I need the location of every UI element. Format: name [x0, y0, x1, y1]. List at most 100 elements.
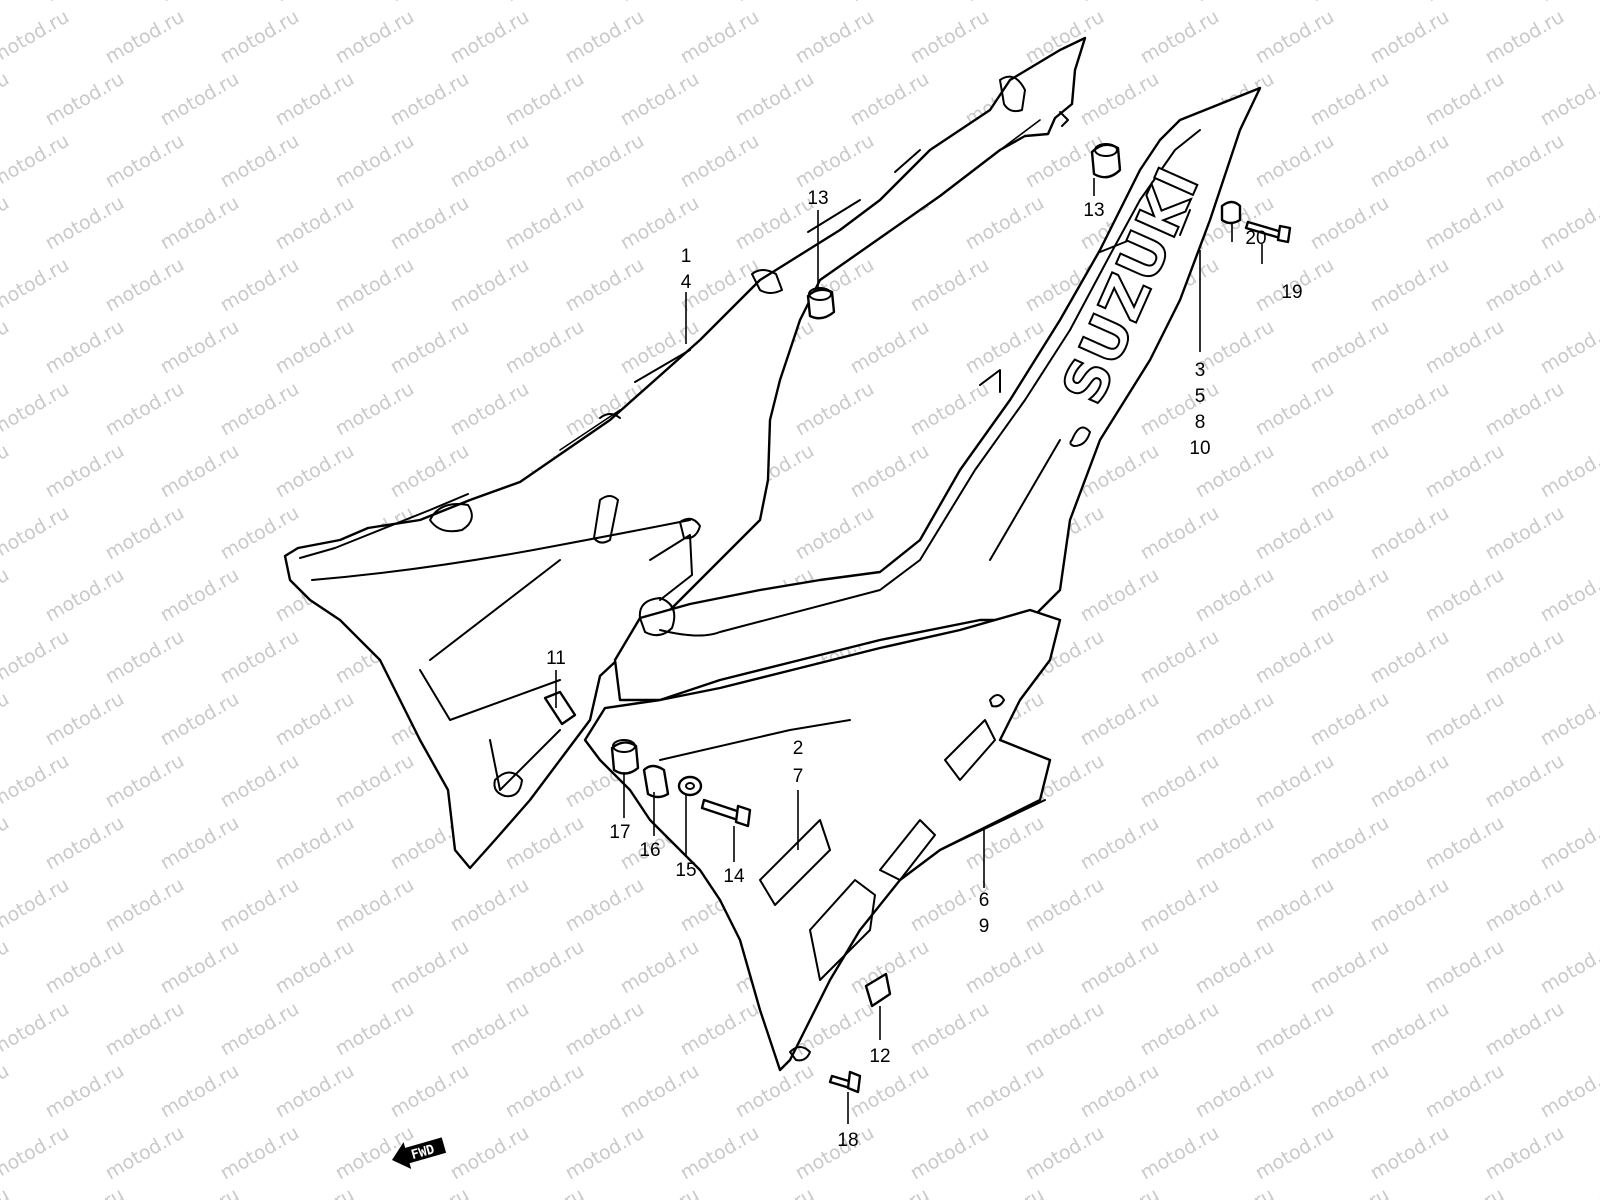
watermark-text: motod.ru	[617, 192, 703, 255]
watermark-text: motod.ru	[447, 1122, 533, 1185]
bolt-14	[700, 798, 752, 828]
watermark-text: motod.ru	[1597, 130, 1600, 193]
watermark-text: motod.ru	[102, 502, 188, 565]
watermark-text: motod.ru	[1537, 936, 1600, 999]
watermark-text: motod.ru	[332, 6, 418, 69]
watermark-text: motod.ru	[1537, 192, 1600, 255]
watermark-text: motod.ru	[1137, 750, 1223, 813]
watermark-text: motod.ru	[1137, 378, 1223, 441]
watermark-text: motod.ru	[1422, 1184, 1508, 1200]
nut-20	[1220, 200, 1242, 225]
watermark-text: motod.ru	[102, 626, 188, 689]
callout-9: 9	[979, 916, 990, 937]
watermark-text: motod.ru	[157, 192, 243, 255]
watermark-text: motod.ru	[1482, 254, 1568, 317]
callout-15: 15	[675, 860, 696, 881]
watermark-text: motod.ru	[962, 936, 1048, 999]
watermark-text: motod.ru	[272, 192, 358, 255]
watermark-text: motod.ru	[1022, 998, 1108, 1061]
watermark-text: motod.ru	[102, 378, 188, 441]
watermark-text: motod.ru	[907, 1122, 993, 1185]
watermark-text: motod.ru	[1077, 688, 1163, 751]
watermark-text: motod.ru	[387, 68, 473, 131]
fwd-arrow-badge: FWD	[392, 1137, 447, 1170]
watermark-text: motod.ru	[1422, 0, 1508, 6]
watermark-text: motod.ru	[217, 130, 303, 193]
watermark-text: motod.ru	[1367, 130, 1453, 193]
watermark-text: motod.ru	[847, 68, 933, 131]
watermark-text: motod.ru	[1307, 1184, 1393, 1200]
watermark-text: motod.ru	[0, 1184, 13, 1200]
watermark-text: motod.ru	[217, 1122, 303, 1185]
watermark-text: motod.ru	[272, 316, 358, 379]
watermark-text: motod.ru	[157, 68, 243, 131]
watermark-text: motod.ru	[562, 130, 648, 193]
fwd-arrow-icon	[392, 1137, 447, 1170]
watermark-text: motod.ru	[447, 998, 533, 1061]
watermark-text: motod.ru	[1422, 440, 1508, 503]
watermark-text: motod.ru	[617, 68, 703, 131]
watermark-text: motod.ru	[447, 254, 533, 317]
watermark-text: motod.ru	[962, 1060, 1048, 1123]
watermark-text: motod.ru	[272, 936, 358, 999]
grommet-17	[610, 739, 640, 775]
watermark-text: motod.ru	[502, 1060, 588, 1123]
callout-20: 20	[1245, 228, 1266, 249]
watermark-text: motod.ru	[387, 1184, 473, 1200]
watermark-text: motod.ru	[1537, 1184, 1600, 1200]
watermark-text: motod.ru	[157, 440, 243, 503]
watermark-text: motod.ru	[1307, 936, 1393, 999]
left-frame-cover	[283, 36, 1087, 870]
watermark-text: motod.ru	[1422, 1060, 1508, 1123]
watermark-text: motod.ru	[0, 750, 73, 813]
callout-19: 19	[1281, 282, 1302, 303]
callout-5: 5	[1195, 386, 1206, 407]
watermark-text: motod.ru	[792, 6, 878, 69]
watermark-text: motod.ru	[502, 0, 588, 6]
watermark-text: motod.ru	[157, 936, 243, 999]
watermark-text: motod.ru	[332, 998, 418, 1061]
watermark-text: motod.ru	[502, 192, 588, 255]
watermark-text: motod.ru	[217, 254, 303, 317]
watermark-text: motod.ru	[447, 874, 533, 937]
watermark-text: motod.ru	[1482, 130, 1568, 193]
watermark-text: motod.ru	[0, 440, 13, 503]
watermark-text: motod.ru	[732, 1060, 818, 1123]
watermark-text: motod.ru	[1367, 874, 1453, 937]
callout-4: 4	[681, 272, 692, 293]
watermark-text: motod.ru	[1192, 1060, 1278, 1123]
watermark-text: motod.ru	[217, 998, 303, 1061]
watermark-text: motod.ru	[0, 688, 13, 751]
watermark-text: motod.ru	[732, 1184, 818, 1200]
callout-12: 12	[869, 1046, 890, 1067]
watermark-text: motod.ru	[1307, 564, 1393, 627]
watermark-text: motod.ru	[907, 378, 993, 441]
watermark-text: motod.ru	[0, 192, 13, 255]
watermark-text: motod.ru	[1597, 378, 1600, 441]
watermark-text: motod.ru	[272, 1184, 358, 1200]
watermark-text: motod.ru	[907, 998, 993, 1061]
plate-11	[543, 690, 577, 726]
grommet-13-rear	[1090, 143, 1122, 179]
watermark-text: motod.ru	[562, 874, 648, 937]
watermark-text: motod.ru	[157, 688, 243, 751]
watermark-text: motod.ru	[1252, 1122, 1338, 1185]
watermark-text: motod.ru	[42, 1060, 128, 1123]
watermark-text: motod.ru	[732, 68, 818, 131]
watermark-text: motod.ru	[1537, 316, 1600, 379]
watermark-text: motod.ru	[217, 378, 303, 441]
watermark-text: motod.ru	[1307, 1060, 1393, 1123]
watermark-text: motod.ru	[617, 936, 703, 999]
watermark-text: motod.ru	[847, 440, 933, 503]
callout-11: 11	[546, 648, 566, 669]
leader-lines	[555, 178, 1263, 1124]
watermark-text: motod.ru	[102, 874, 188, 937]
watermark-text: motod.ru	[1367, 254, 1453, 317]
watermark-text: motod.ru	[102, 1122, 188, 1185]
watermark-text: motod.ru	[1077, 1184, 1163, 1200]
watermark-text: motod.ru	[732, 0, 818, 6]
watermark-text: motod.ru	[42, 1184, 128, 1200]
watermark-text: motod.ru	[617, 0, 703, 6]
watermark-text: motod.ru	[792, 130, 878, 193]
watermark-text: motod.ru	[272, 440, 358, 503]
